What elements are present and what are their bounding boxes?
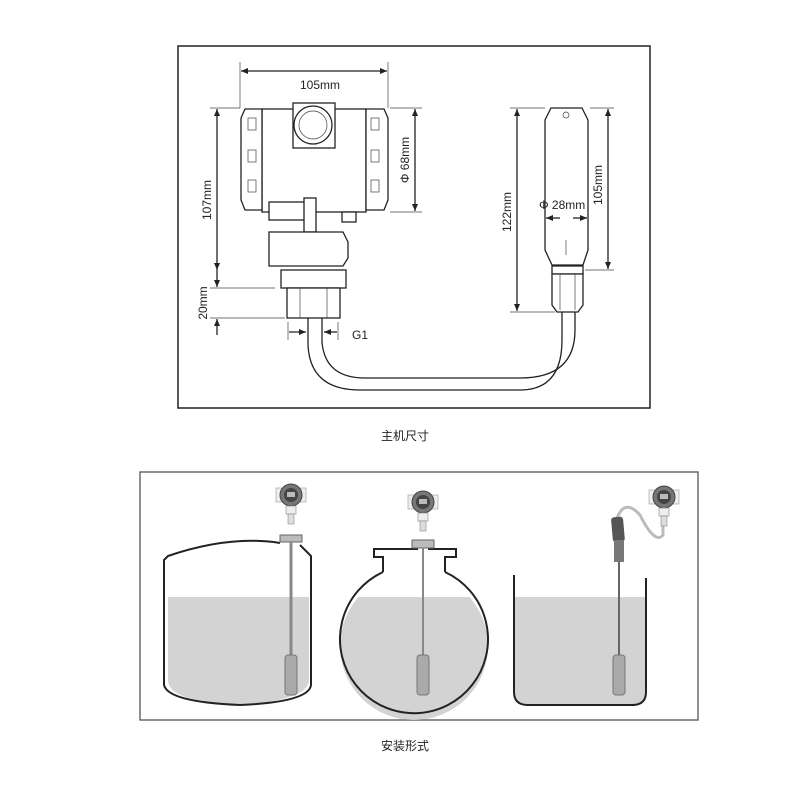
installation-drawing [139,471,699,721]
dim-thread: G1 [352,328,368,342]
cable-outer [307,312,563,391]
dimension-drawing: 105mm 107mm 20mm Φ 68mm G1 122mm 105mm Φ… [177,45,651,409]
vertical-tank [163,483,312,707]
dim-thread-height: 20mm [196,286,210,319]
dim-total-height: 107mm [200,180,214,220]
dim-housing-diameter: Φ 68mm [398,137,412,183]
transmitter-housing [240,102,389,319]
spherical-tank [339,490,489,720]
installation-caption: 安装形式 [381,738,429,753]
dim-probe-diameter: Φ 28mm [539,198,585,212]
dimension-caption: 主机尺寸 [381,429,429,443]
open-tank-split [513,485,680,706]
submersible-probe [544,107,589,313]
dim-probe-total-length: 122mm [500,192,514,232]
dim-housing-width: 105mm [300,78,340,92]
cable-inner [321,312,576,379]
dim-probe-body-length: 105mm [591,165,605,205]
